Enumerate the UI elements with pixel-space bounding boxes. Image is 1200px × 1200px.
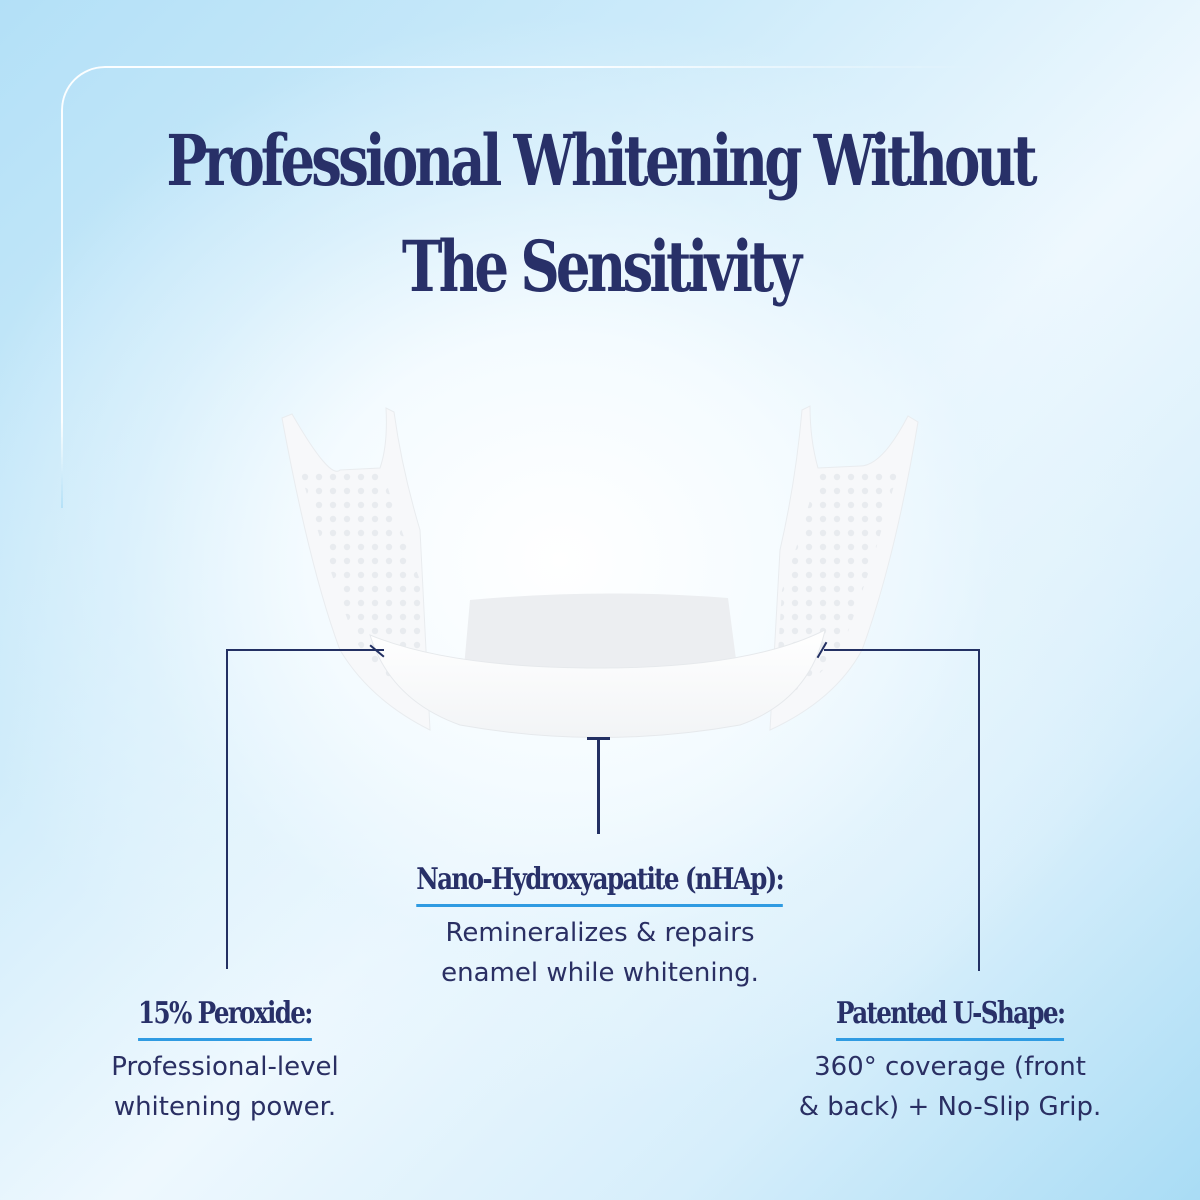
callout-nhap: Nano-Hydroxyapatite (nHAp): Remineralize… xyxy=(330,860,870,993)
callout-peroxide: 15% Peroxide: Professional-level whiteni… xyxy=(40,994,410,1127)
whitening-tray-image xyxy=(281,405,919,738)
callout-peroxide-description: Professional-level whitening power. xyxy=(111,1052,339,1122)
connector-right-vertical xyxy=(978,649,980,971)
headline-line-2: The Sensitivity xyxy=(401,225,802,308)
connector-center-vertical xyxy=(597,738,600,834)
callout-peroxide-title: 15% Peroxide: xyxy=(138,994,313,1041)
callout-u-shape-title: Patented U-Shape: xyxy=(835,994,1066,1041)
decorative-frame xyxy=(61,66,1063,508)
connector-center-cap xyxy=(587,737,610,740)
callout-u-shape: Patented U-Shape: 360° coverage (front &… xyxy=(740,994,1160,1127)
connector-left-vertical xyxy=(226,649,228,969)
callout-nhap-title: Nano-Hydroxyapatite (nHAp): xyxy=(416,860,785,907)
connector-left-horizontal xyxy=(226,649,384,651)
callout-nhap-description: Remineralizes & repairs enamel while whi… xyxy=(441,918,759,988)
callout-u-shape-description: 360° coverage (front & back) + No-Slip G… xyxy=(798,1052,1102,1122)
page-headline: Professional Whitening Without The Sensi… xyxy=(132,108,1068,320)
connector-right-horizontal xyxy=(824,649,980,651)
headline-line-1: Professional Whitening Without xyxy=(166,119,1037,202)
